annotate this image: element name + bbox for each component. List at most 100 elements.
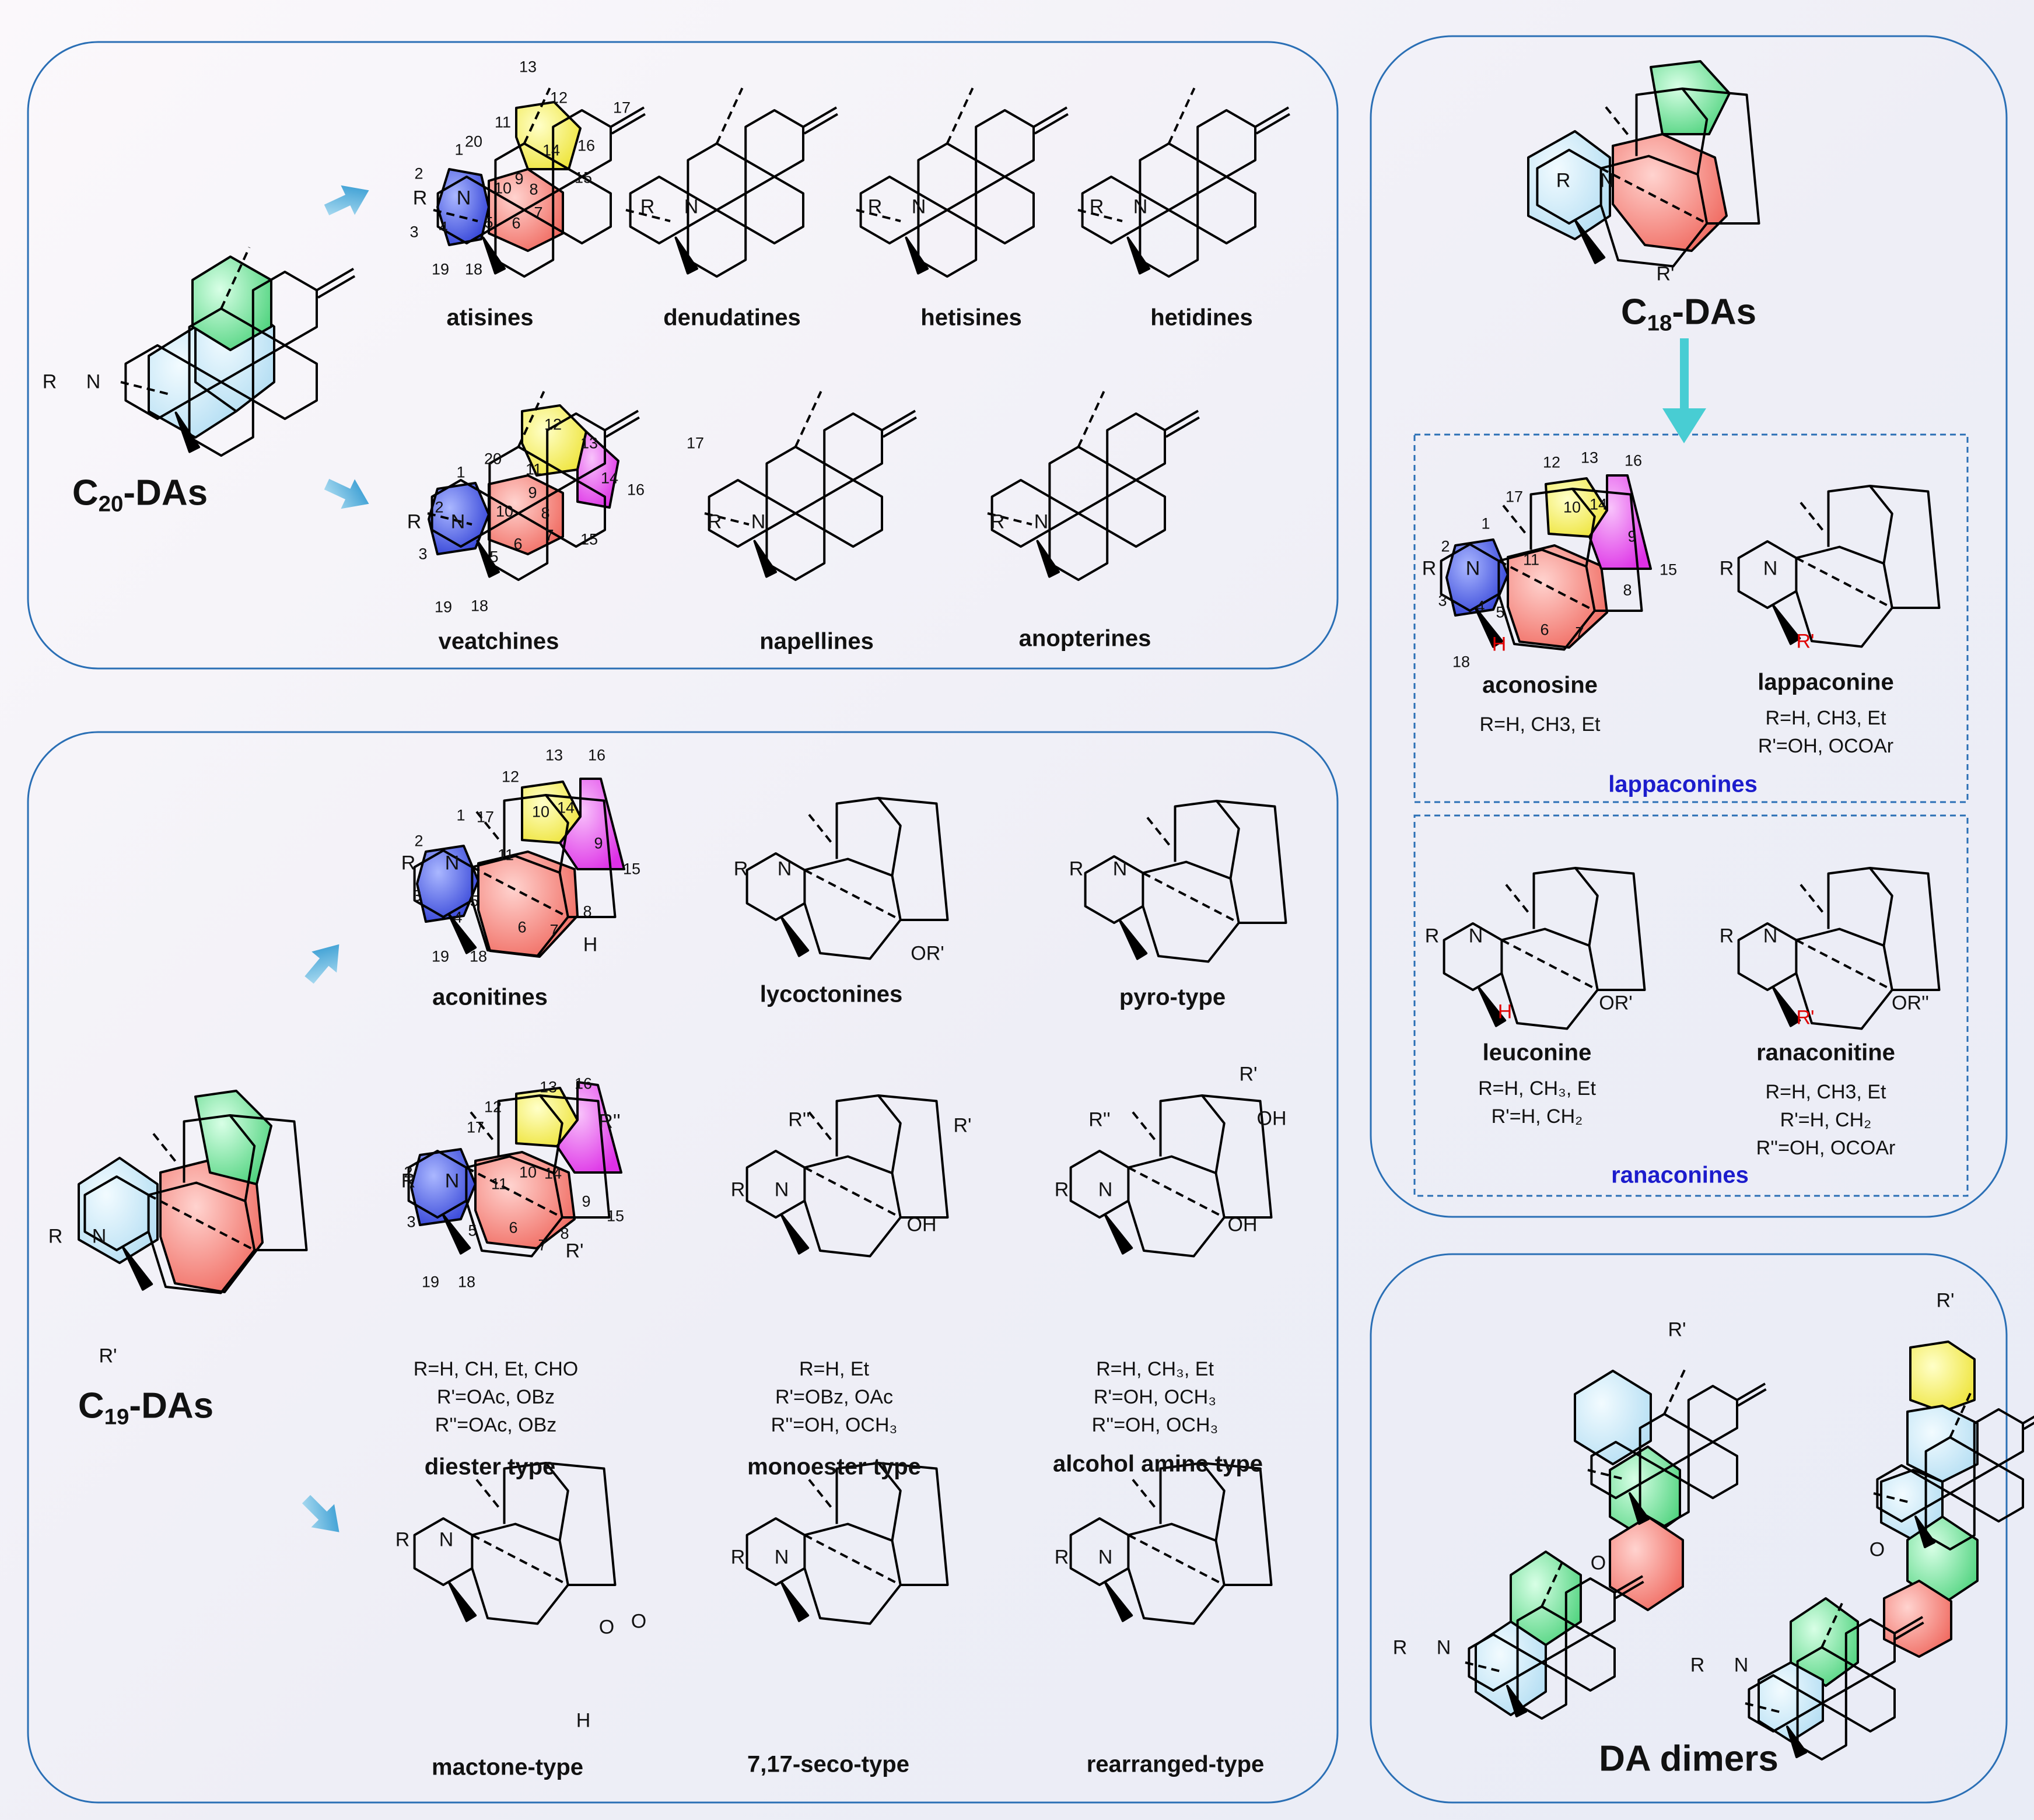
bond [1216, 800, 1287, 924]
position-number: 5 [468, 1222, 477, 1240]
bond [545, 1462, 617, 1586]
c18-core-ring-b [1612, 133, 1728, 252]
bond [1795, 502, 1893, 609]
r-group-label: R [401, 1170, 416, 1192]
wedge-bond [447, 1581, 477, 1622]
position-number: 15 [606, 1207, 625, 1225]
r-group-label: R [867, 195, 883, 218]
bond [1167, 88, 1196, 144]
position-number: 19 [434, 598, 453, 616]
position-number: 12 [1542, 453, 1561, 471]
position-number: 7 [538, 1236, 547, 1254]
nitrogen-label: N [86, 370, 101, 393]
position-number: 11 [491, 1175, 508, 1193]
position-number: 4 [439, 218, 448, 236]
r-group-label: R [1089, 195, 1104, 218]
wedge-bond [1477, 986, 1507, 1027]
bond [975, 176, 1035, 244]
wedge-bond [1629, 1492, 1650, 1525]
subst-line: R''=OH, OCOAr [1756, 1137, 1896, 1159]
nitrogen-label: N [774, 1546, 789, 1569]
r-prime-label: R' [1239, 1063, 1258, 1086]
position-number: 1 [456, 463, 465, 481]
position-number: 20 [484, 450, 502, 468]
nitrogen-label: N [1763, 925, 1778, 947]
r-prime-label: R' [1668, 1318, 1686, 1341]
position-number: 6 [1540, 621, 1549, 639]
leuconine-substituents: R=H, CH₃, Et R'=H, CH₂ [1478, 1074, 1596, 1130]
position-number: 14 [542, 141, 561, 159]
r-group-label: R [412, 187, 428, 209]
bond [1893, 1616, 1924, 1640]
bond [433, 209, 478, 222]
bond [545, 794, 617, 918]
nitrogen-label: N [1465, 557, 1480, 580]
type-seco: 7,17-seco-type [747, 1751, 909, 1777]
hydrogen-label: H [1492, 633, 1507, 656]
nitrogen-label: N [439, 1528, 454, 1551]
position-number: 16 [587, 746, 606, 764]
wedge-bond [1104, 1581, 1133, 1622]
position-number: 15 [574, 169, 593, 187]
bond [1870, 485, 1941, 609]
position-number: 16 [577, 136, 596, 155]
position-number: 1 [1481, 514, 1490, 533]
position-number: 9 [582, 1192, 591, 1210]
nitrogen-label: N [1468, 925, 1483, 947]
subst-line: R=H, Et [799, 1358, 869, 1380]
r-group-label: R [1054, 1546, 1069, 1569]
wedge-bond [476, 540, 500, 578]
r-group-label: R [395, 1528, 410, 1551]
position-number: 5 [489, 548, 499, 566]
position-number: 18 [469, 947, 488, 965]
position-number: 8 [541, 504, 550, 522]
diester-ring-b [474, 1151, 576, 1250]
bond [1572, 488, 1643, 612]
wedge-bond [1914, 1516, 1936, 1549]
subst-line: R'=OH, OCOAr [1758, 735, 1894, 757]
bond [1196, 176, 1256, 244]
bond [1127, 1522, 1226, 1625]
hydrogen-label: H [583, 933, 598, 956]
r-group-label: R [48, 1225, 63, 1248]
position-number: 7 [545, 526, 554, 544]
type-hetidines: hetidines [1150, 304, 1253, 331]
r-group-label: R [407, 510, 422, 533]
nitrogen-label: N [911, 195, 926, 218]
position-number: 3 [412, 887, 422, 905]
arrow-to-mactone [302, 1494, 339, 1532]
arrow-to-atisines [324, 185, 369, 216]
bond [856, 209, 901, 222]
aconosine-ring-b [1507, 544, 1608, 649]
position-number: 8 [529, 180, 538, 198]
subst-line: R=H, CH3, Et [1479, 713, 1601, 736]
r-group-label: R [1424, 925, 1440, 947]
bond [1142, 817, 1240, 924]
monoester-substituents: R=H, Et R'=OBz, OAc R''=OH, OCH₃ [771, 1355, 898, 1439]
bond [878, 1094, 949, 1219]
subst-line: R=H, CH, Et, CHO [413, 1358, 579, 1380]
bond [802, 106, 838, 135]
ranaconitine-substituents: R=H, CH3, Et R'=H, CH₂ R''=OH, OCOAr [1756, 1078, 1896, 1162]
bond [1159, 1094, 1226, 1174]
arrow-to-aconitines [304, 944, 339, 984]
r-group-label: R [1054, 1178, 1069, 1201]
position-number: 17 [1505, 488, 1524, 506]
bond [1541, 1559, 1564, 1607]
position-number: 5 [470, 892, 479, 910]
oxygen-label: O [1869, 1538, 1885, 1561]
wedge-bond [1118, 919, 1148, 960]
position-number: 16 [574, 1074, 593, 1093]
position-number: 14 [544, 1164, 562, 1182]
bond [794, 391, 822, 447]
position-number: 6 [513, 535, 523, 553]
position-number: 2 [414, 832, 423, 850]
bond [625, 209, 671, 222]
oxygen-label: O [1590, 1552, 1606, 1574]
position-number: 10 [519, 1163, 537, 1181]
or-prime-label: OR' [911, 942, 944, 965]
bond [823, 479, 883, 548]
bond [1687, 1385, 1738, 1443]
subst-line: R'=H, CH₂ [1491, 1105, 1583, 1128]
